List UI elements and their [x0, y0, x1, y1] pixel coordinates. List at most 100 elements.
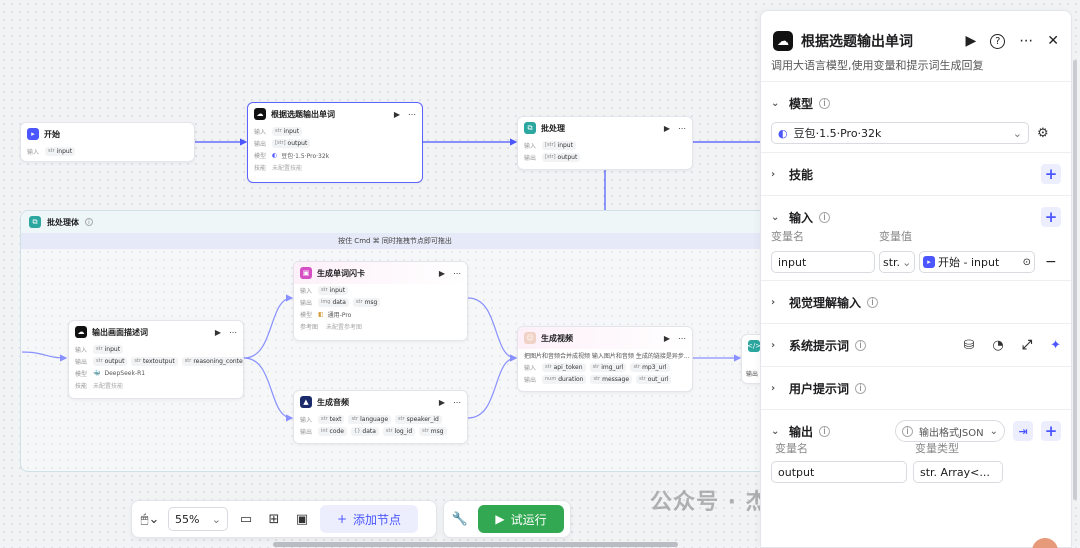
chevron-right-icon[interactable]: ›: [771, 296, 776, 308]
lightbulb-icon[interactable]: ◔: [992, 337, 1004, 353]
model-icon: ◧: [318, 310, 324, 318]
doubao-icon: ◐: [778, 126, 788, 140]
model-select[interactable]: ◐ 豆包·1.5·Pro·32k ⌄: [771, 122, 1029, 144]
info-icon[interactable]: i: [855, 339, 867, 351]
output-label: 输出: [789, 424, 814, 439]
info-icon[interactable]: i: [819, 425, 831, 437]
card-model-label: 模型: [300, 311, 313, 319]
more-icon[interactable]: ⋯: [453, 268, 461, 278]
variable-picker-icon[interactable]: ⊙: [1022, 256, 1031, 268]
deepseek-icon: 🐳: [93, 369, 101, 377]
horizontal-scrollbar[interactable]: [273, 542, 678, 547]
wrench-icon[interactable]: 🔧: [451, 511, 469, 527]
batch-input-label: 输入: [524, 142, 537, 150]
input-section: ⌄ 输入 i + 变量名 变量值 input str.⌄ ▸ 开始 - inpu…: [761, 195, 1071, 280]
avatar[interactable]: [1032, 538, 1058, 548]
import-output-button[interactable]: ⇥: [1013, 421, 1033, 441]
batch-output-label: 输出: [524, 154, 537, 162]
more-icon[interactable]: ⋯: [678, 333, 686, 343]
chevron-right-icon[interactable]: ›: [771, 382, 776, 394]
chevron-down-icon[interactable]: ⌄: [771, 211, 780, 223]
ai-sparkle-icon[interactable]: ✦: [1050, 337, 1061, 353]
mouse-mode-icon[interactable]: 🖱⌄: [140, 511, 160, 527]
close-icon[interactable]: ✕: [1047, 33, 1059, 49]
chevron-down-icon[interactable]: ⌄: [771, 425, 780, 437]
more-icon[interactable]: ⋯: [1019, 33, 1034, 49]
audio-input-label: 输入: [300, 416, 313, 424]
output-format-select[interactable]: i 输出格式JSON ⌄: [894, 420, 1005, 442]
video-node-desc: 把图片和音频合并成视频 输入图片和音频 生成的链接是异步...: [524, 352, 690, 360]
minimap-icon[interactable]: ▣: [295, 511, 309, 527]
run-icon[interactable]: ▶: [663, 123, 670, 133]
vision-label: 视觉理解输入: [789, 295, 862, 310]
info-icon[interactable]: i: [855, 382, 867, 394]
llm-model-value: 豆包·1.5·Pro·32k: [281, 152, 330, 160]
model-section: ⌄ 模型 i ◐ 豆包·1.5·Pro·32k ⌄ ⚙: [761, 81, 1071, 152]
more-icon[interactable]: ⋯: [678, 123, 686, 133]
run-icon[interactable]: ▶: [438, 397, 445, 407]
more-icon[interactable]: ⋯: [453, 397, 461, 407]
run-icon[interactable]: ▶: [438, 268, 445, 278]
panel-description: 调用大语言模型,使用变量和提示词生成回复: [771, 59, 984, 72]
add-node-button[interactable]: + 添加节点: [320, 505, 418, 533]
add-output-button[interactable]: +: [1041, 421, 1061, 441]
run-icon[interactable]: ▶: [965, 33, 977, 49]
auto-layout-icon[interactable]: ⊞: [268, 511, 280, 527]
test-run-button[interactable]: ▶ 试运行: [478, 505, 564, 533]
run-icon[interactable]: ▶: [663, 333, 670, 343]
panel-title: 根据选题输出单词: [801, 34, 913, 50]
add-input-button[interactable]: +: [1041, 207, 1061, 227]
var-type-select[interactable]: str.⌄: [879, 251, 915, 273]
prompt-library-icon[interactable]: ⛁: [963, 337, 975, 353]
remove-input-icon[interactable]: −: [1045, 254, 1057, 270]
gear-icon[interactable]: ⚙: [1037, 125, 1049, 141]
batch-node[interactable]: ⧉ 批处理 ▶⋯ 输入[str]input 输出[str]output: [517, 116, 693, 170]
audio-icon: ▲: [300, 396, 312, 408]
chevron-down-icon: ⌄: [211, 512, 221, 526]
audio-output-label: 输出: [300, 428, 313, 436]
more-icon[interactable]: ⋯: [229, 327, 237, 337]
desc-input-label: 输入: [75, 346, 88, 354]
info-icon[interactable]: i: [867, 296, 879, 308]
video-node[interactable]: ☺ 生成视频 ▶⋯ 把图片和音频合并成视频 输入图片和音频 生成的链接是异步..…: [517, 326, 693, 392]
code-output-label: 输出: [746, 370, 759, 378]
doubao-icon: ◐: [272, 151, 278, 159]
info-icon[interactable]: i: [819, 97, 831, 109]
chevron-down-icon: ⌄: [1012, 126, 1022, 140]
expand-icon[interactable]: ⤢: [1021, 337, 1033, 353]
run-icon[interactable]: ▶: [393, 109, 400, 119]
output-type-select[interactable]: str. Array<...: [913, 461, 1003, 483]
skill-section: › 技能 +: [761, 152, 1071, 195]
chevron-right-icon[interactable]: ›: [771, 339, 776, 351]
info-icon[interactable]: i: [85, 218, 93, 226]
var-ref-select[interactable]: ▸ 开始 - input ⊙: [919, 251, 1035, 273]
output-type-header: 变量类型: [915, 442, 959, 455]
comment-icon[interactable]: ▭: [239, 511, 253, 527]
info-icon[interactable]: i: [819, 211, 831, 223]
add-skill-button[interactable]: +: [1041, 164, 1061, 184]
zoom-select[interactable]: 55%⌄: [168, 507, 228, 531]
run-icon[interactable]: ▶: [214, 327, 221, 337]
var-name-input[interactable]: input: [771, 251, 875, 273]
plus-icon: +: [336, 512, 348, 526]
more-icon[interactable]: ⋯: [408, 109, 416, 119]
vertical-scrollbar[interactable]: [1073, 60, 1077, 500]
output-name-input[interactable]: output: [771, 461, 907, 483]
chevron-down-icon[interactable]: ⌄: [771, 97, 780, 109]
card-ref-value: 未配置参考图: [326, 323, 363, 331]
help-icon[interactable]: ?: [990, 33, 1006, 49]
chevron-right-icon[interactable]: ›: [771, 168, 776, 180]
